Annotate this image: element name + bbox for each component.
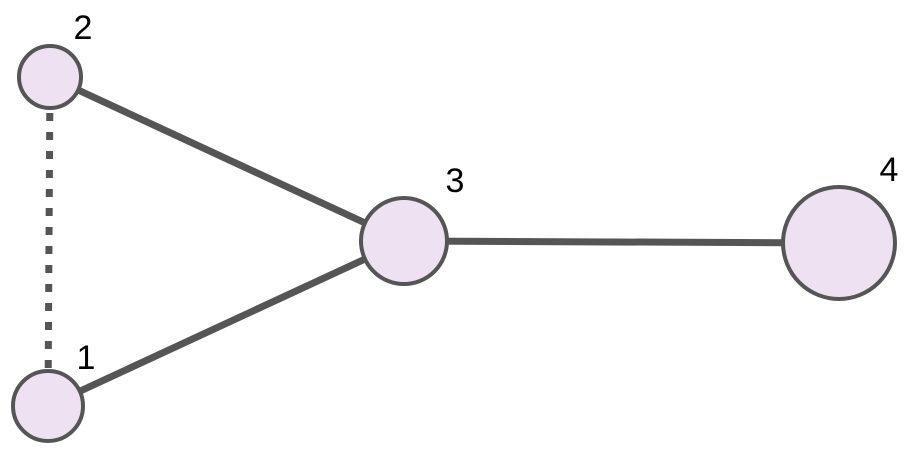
edge-2-3 — [48, 73, 406, 245]
node-label-2: 2 — [74, 9, 93, 47]
node-1[interactable] — [11, 369, 85, 443]
edge-3-4 — [403, 237, 840, 247]
edges-layer — [44, 73, 840, 410]
nodes-layer — [11, 44, 897, 443]
node-label-1: 1 — [77, 339, 96, 377]
labels-layer: 1 2 3 4 — [74, 9, 899, 377]
node-2[interactable] — [17, 44, 83, 110]
edge-1-3 — [46, 237, 406, 410]
node-3[interactable] — [359, 196, 449, 286]
node-4[interactable] — [781, 185, 897, 301]
node-label-4: 4 — [880, 151, 899, 189]
node-label-3: 3 — [446, 162, 465, 200]
edge-1-2-dashed — [44, 76, 54, 407]
